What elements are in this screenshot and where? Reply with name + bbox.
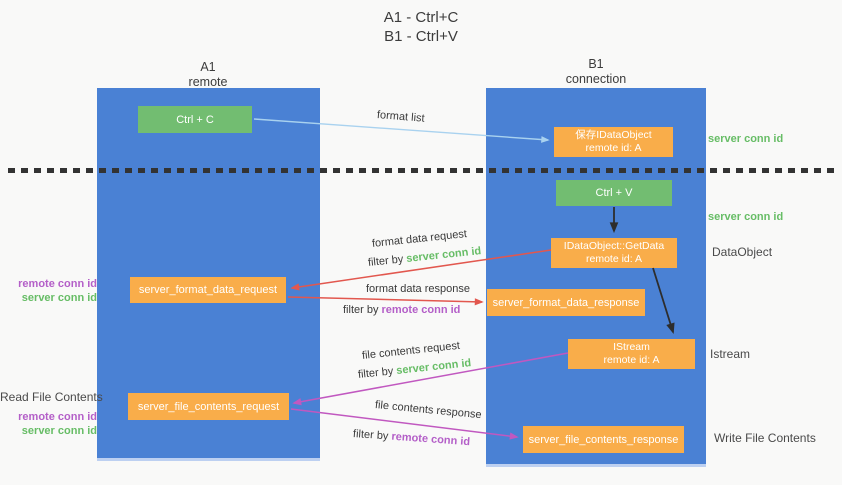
node-idataobject-getdata: IDataObject::GetData remote id: A [551,238,677,268]
filter-by-text: filter by [343,304,379,316]
node-istream: IStream remote id: A [568,339,695,369]
node-ctrl-v: Ctrl + V [556,180,672,206]
label-filter-by-remote-conn-id-2: filter by remote conn id [353,428,471,448]
server-conn-id-text: server conn id [405,245,482,265]
machine-boundary-dotted-line [8,168,836,173]
file-request-label: server_file_contents_request [137,400,280,413]
istream-line2: remote id: A [603,354,660,366]
remote-conn-id-text: remote conn id [381,304,461,316]
node-ctrl-c: Ctrl + C [138,106,252,133]
filter-by-text: filter by [357,365,394,381]
file-response-label: server_file_contents_response [528,433,679,446]
lane-a1-name: A1 [200,60,216,74]
diagram-title-line2: B1 - Ctrl+V [384,28,458,45]
istream-line1: IStream [613,341,650,353]
label-filter-by-remote-conn-id-1: filter by remote conn id [343,304,460,316]
label-format-data-response: format data response [366,283,470,295]
right-server-conn-id-1: server conn id [708,133,784,145]
right-label-istream: Istream [710,347,751,361]
filter-by-text: filter by [367,253,404,269]
lane-b1-role: connection [565,72,627,86]
format-response-label: server_format_data_response [492,296,640,309]
node-server-format-data-request: server_format_data_request [130,277,286,303]
left-server-conn-id-2: server conn id [21,425,97,437]
format-request-label: server_format_data_request [138,284,278,296]
diagram-title-line1: A1 - Ctrl+C [383,9,459,26]
getdata-line1: IDataObject::GetData [563,240,665,252]
filter-by-text: filter by [352,428,389,443]
lane-a1-role: remote [188,75,228,89]
left-remote-conn-id-1: remote conn id [18,278,97,290]
right-server-conn-id-2: server conn id [708,211,784,223]
save-dataobject-line1: 保存IDataObject [575,129,652,141]
node-server-file-contents-request: server_file_contents_request [128,393,289,420]
label-file-contents-response: file contents response [374,399,483,422]
label-file-contents-request: file contents request [361,339,461,362]
lane-header-a1: A1 remote [128,60,288,89]
label-format-data-request: format data request [371,228,468,250]
ctrl-c-label: Ctrl + C [176,113,214,126]
save-dataobject-line2: remote id: A [585,142,642,154]
node-save-dataobject: 保存IDataObject remote id: A [554,127,673,157]
left-remote-conn-id-2: remote conn id [18,411,97,423]
lane-header-b1: B1 connection [516,57,676,86]
node-server-file-contents-response: server_file_contents_response [523,426,684,453]
lane-b1-name: B1 [588,57,604,71]
right-label-write-file-contents: Write File Contents [714,431,816,445]
server-conn-id-text: server conn id [395,357,472,377]
left-server-conn-id-1: server conn id [21,292,97,304]
ctrl-v-label: Ctrl + V [595,187,633,199]
label-format-list: format list [376,109,426,125]
right-label-dataobject: DataObject [712,245,773,259]
node-server-format-data-response: server_format_data_response [487,289,645,316]
getdata-line2: remote id: A [585,253,643,265]
left-label-read-file-contents: Read File Contents [0,390,103,404]
remote-conn-id-text: remote conn id [391,430,471,449]
